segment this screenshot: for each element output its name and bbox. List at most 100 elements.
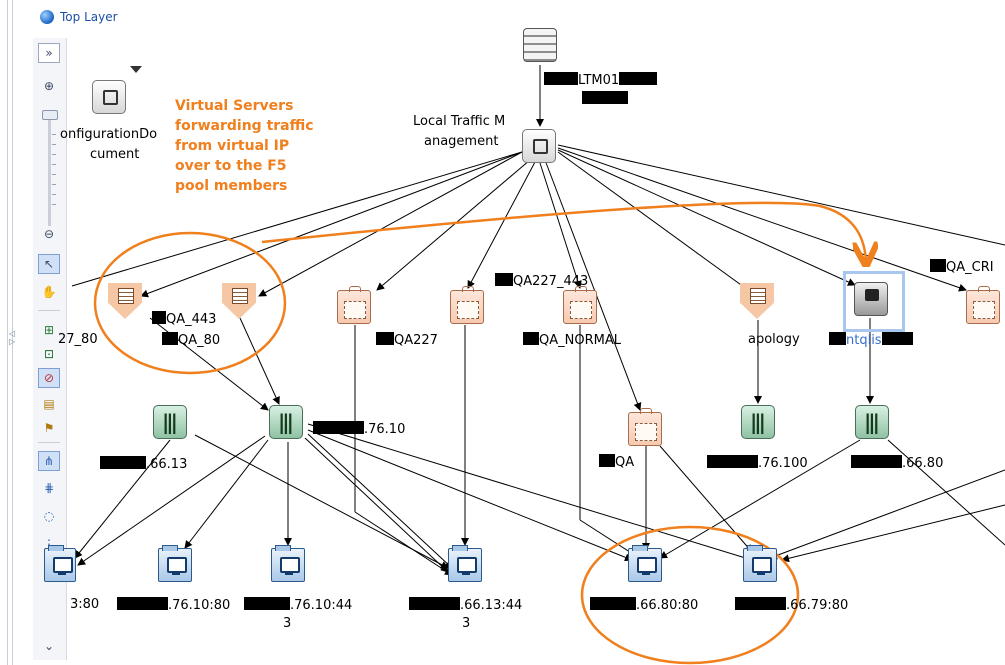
vs-label-qa80: QA_80	[162, 332, 220, 349]
edge	[376, 159, 531, 291]
vs-label-qa443: QA_443	[152, 311, 216, 328]
edge	[539, 162, 582, 289]
ip-arrows-icon: |||	[162, 410, 178, 434]
edge	[304, 437, 449, 573]
ip-arrows-icon: |||	[864, 410, 880, 434]
windows-server-node[interactable]	[854, 282, 888, 316]
pool-node[interactable]	[628, 408, 662, 446]
windows-host-label[interactable]: ntqlis	[829, 332, 913, 349]
more-icon[interactable]: ⌄	[43, 639, 55, 653]
edge	[557, 149, 856, 286]
edge	[557, 144, 1005, 246]
zoom-slider-track[interactable]	[48, 116, 51, 226]
monitor-icon	[457, 557, 477, 573]
collapse-panel-icon[interactable]: ◁▷	[9, 329, 16, 346]
edge	[544, 159, 642, 411]
edge	[239, 317, 280, 405]
edge	[194, 434, 449, 569]
host-label-76-10-80: .76.10:80	[117, 597, 230, 614]
monitor-icon	[280, 557, 300, 573]
host-node[interactable]	[44, 545, 76, 582]
cube-icon	[103, 90, 118, 105]
configuration-document-node[interactable]	[92, 80, 126, 114]
ip-label-66-80: .66.80	[851, 455, 943, 472]
left-splitter[interactable]	[0, 0, 13, 665]
selection-highlight	[843, 271, 905, 332]
view-toolbar: » ⊕ ⊖ ↖ ✋ ⊞ ⊡ ⊘ ▤ ⚑ ⋔ ⋕ ◌ ⋮ ⁞ ⌄	[33, 38, 67, 660]
edge	[307, 429, 633, 562]
pan-hand-icon[interactable]: ✋	[41, 285, 57, 299]
monitor-icon	[167, 557, 187, 573]
edge	[467, 161, 536, 289]
local-traffic-label-1: Local Traffic M	[413, 114, 506, 129]
host-label-66-13-443: .66.13:44	[409, 597, 522, 614]
host-node[interactable]	[271, 545, 305, 582]
ip-arrows-icon: |||	[278, 410, 294, 434]
host-label-76-10-443: .76.10:44	[244, 597, 352, 614]
host-label-66-13-443-tail: 3	[462, 616, 471, 631]
select-pointer-icon[interactable]: ↖	[38, 254, 60, 274]
pool-node[interactable]	[563, 286, 597, 324]
edge	[307, 423, 753, 562]
config-doc-label-2: cument	[90, 147, 140, 162]
host-node[interactable]	[743, 545, 777, 582]
edge	[71, 151, 523, 287]
fit-view-icon[interactable]: ⊡	[43, 347, 55, 361]
flag-icon[interactable]: ⚑	[43, 421, 55, 435]
edge	[781, 504, 1005, 563]
edge	[77, 435, 266, 566]
ip-label-76-100: .76.100	[707, 455, 808, 472]
ip-address-node[interactable]: |||	[855, 405, 889, 439]
ip-label-66-13: .66.13	[100, 456, 187, 473]
edge	[769, 469, 1005, 560]
virtual-server-node[interactable]	[108, 283, 142, 319]
virtual-server-node[interactable]	[222, 283, 256, 319]
pool-label-qa227-443: QA227_443	[495, 273, 588, 290]
host-node[interactable]	[628, 545, 662, 582]
pool-node[interactable]	[337, 286, 371, 324]
edge	[557, 151, 749, 291]
zoom-in-icon[interactable]: ⊕	[43, 79, 55, 93]
monitor-icon	[752, 557, 772, 573]
monitor-icon	[53, 557, 73, 573]
tree-layout-icon[interactable]: ⋔	[38, 451, 60, 471]
zoom-slider-thumb[interactable]	[42, 110, 58, 120]
ltm-label: LTM01	[544, 72, 658, 89]
pool-label-qa: QA	[599, 454, 634, 471]
edge	[557, 147, 967, 292]
pool-node[interactable]	[450, 286, 484, 324]
edge	[354, 511, 453, 576]
host-label-76-10-443-tail: 3	[283, 616, 292, 631]
ip-address-node[interactable]: |||	[741, 405, 775, 439]
ip-address-node[interactable]: |||	[153, 405, 187, 439]
breadcrumb[interactable]: Top Layer	[40, 8, 118, 26]
pool-node[interactable]	[966, 286, 1000, 324]
vs-label-27-80: 27_80	[58, 332, 98, 347]
cube-icon	[533, 139, 548, 154]
ip-label-76-10: .76.10	[313, 421, 405, 438]
host-node[interactable]	[448, 545, 482, 582]
vs-label-apology: apology	[748, 332, 800, 347]
expand-panel-icon[interactable]: »	[38, 43, 60, 63]
ip-arrows-icon: |||	[750, 410, 766, 434]
globe-icon	[40, 10, 54, 24]
pool-label-qa227: QA227	[376, 332, 438, 349]
ltm-server-node[interactable]	[523, 28, 557, 62]
annotation-arrow	[261, 201, 866, 262]
edge	[140, 151, 523, 298]
no-filter-icon[interactable]: ⊘	[38, 368, 60, 388]
host-label-66-80-80: .66.80:80	[590, 597, 698, 614]
virtual-server-node[interactable]	[740, 283, 774, 319]
edge	[184, 439, 269, 549]
orthogonal-layout-icon[interactable]: ⋕	[43, 481, 55, 495]
circular-layout-icon[interactable]: ◌	[43, 509, 55, 523]
breadcrumb-label[interactable]: Top Layer	[60, 10, 118, 24]
ip-address-node[interactable]: |||	[269, 405, 303, 439]
local-traffic-management-node[interactable]	[522, 129, 556, 163]
dropdown-arrow-icon[interactable]	[130, 66, 142, 73]
zoom-out-icon[interactable]: ⊖	[43, 227, 55, 241]
properties-icon[interactable]: ▤	[43, 397, 55, 411]
host-node[interactable]	[158, 545, 192, 582]
hierarchy-layout-icon[interactable]: ⊞	[43, 323, 55, 337]
host-label-66-79-80: .66.79:80	[735, 597, 848, 614]
